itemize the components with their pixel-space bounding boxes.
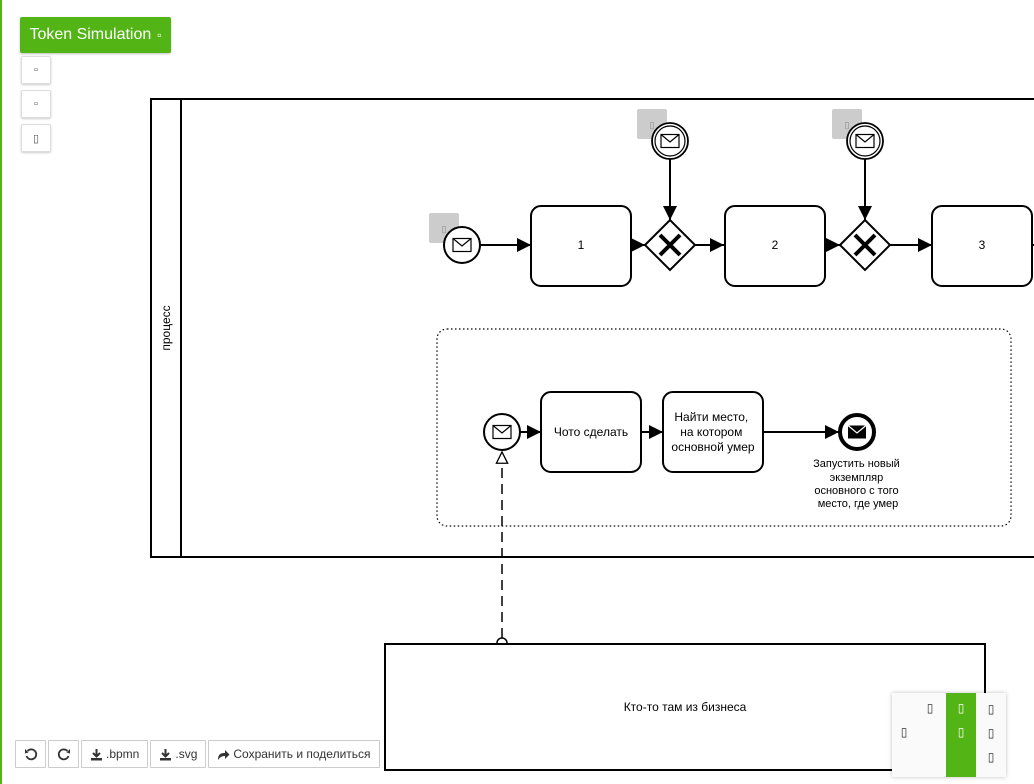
toggle-off-icon: ▫ [157, 28, 162, 42]
log-icon: ▯ [32, 132, 40, 145]
envelope-icon [855, 133, 875, 149]
start-message-event[interactable] [443, 226, 481, 264]
trigger-icon-message-2: ▯ [845, 120, 850, 130]
intermediate-message-event-2[interactable] [846, 122, 884, 160]
task-label: Чото сделать [554, 425, 628, 439]
palette-active-column: ▯ ▯ [946, 693, 976, 777]
left-accent-border [0, 0, 2, 784]
play-pause-button[interactable]: ▫ [21, 56, 51, 84]
palette-tool-3-icon[interactable]: ▯ [987, 750, 995, 764]
pool-process[interactable]: процесс [150, 98, 1034, 558]
palette-tool-1-icon[interactable]: ▯ [987, 702, 995, 716]
end-message-event[interactable]: Запустить новый экземпляр основного с то… [813, 413, 903, 510]
envelope-icon [492, 424, 512, 440]
speed-active-icon[interactable]: ▯ [957, 725, 965, 739]
share-icon [218, 749, 230, 760]
task-label: Найти место, на котором основной умер [671, 410, 754, 454]
task-label: 3 [979, 238, 986, 252]
subprocess-task-1[interactable]: Чото сделать [540, 391, 642, 473]
end-event-label: Запустить новый экземпляр основного с то… [813, 458, 903, 510]
trigger-icon-start: ▯ [442, 224, 447, 234]
task-1[interactable]: 1 [530, 205, 632, 287]
io-toolbar: .bpmn .svg Сохранить и поделиться [15, 740, 382, 768]
speed-normal-icon[interactable]: ▯ [900, 725, 908, 739]
download-svg-button[interactable]: .svg [150, 740, 207, 768]
task-label: 1 [578, 238, 585, 252]
download-icon [91, 748, 102, 760]
subprocess-task-2[interactable]: Найти место, на котором основной умер [662, 391, 764, 473]
participant-business[interactable]: Кто-то там из бизнеса [384, 643, 986, 771]
download-bpmn-label: .bpmn [106, 747, 140, 761]
simulation-palette: ▯ ▯ ▯ ▯ ▯ ▯ ▯ [892, 693, 1006, 777]
envelope-icon [452, 237, 472, 253]
save-share-button[interactable]: Сохранить и поделиться [208, 740, 380, 768]
envelope-filled-icon [847, 425, 867, 434]
envelope-icon [660, 133, 680, 149]
download-icon [160, 748, 172, 760]
download-svg-label: .svg [175, 747, 198, 761]
event-subprocess[interactable] [436, 328, 1012, 527]
reset-icon: ▫ [34, 98, 38, 110]
palette-tool-2-icon[interactable]: ▯ [987, 726, 995, 740]
speed-fast-icon[interactable]: ▯ [957, 701, 965, 715]
token-simulation-label: Token Simulation [29, 26, 152, 43]
subprocess-start-message-event[interactable] [483, 413, 521, 451]
trigger-icon-message-1: ▯ [650, 120, 655, 130]
token-simulation-toggle[interactable]: Token Simulation ▫ [20, 17, 171, 53]
undo-icon [24, 748, 37, 761]
intermediate-message-event-1[interactable] [651, 122, 689, 160]
task-label: 2 [772, 238, 779, 252]
toggle-log-button[interactable]: ▯ [21, 124, 51, 152]
speed-slow-icon[interactable]: ▯ [926, 701, 934, 715]
task-2[interactable]: 2 [724, 205, 826, 287]
redo-icon [57, 748, 70, 761]
undo-button[interactable] [15, 740, 46, 768]
participant-label: Кто-то там из бизнеса [624, 700, 747, 714]
redo-button[interactable] [48, 740, 79, 768]
save-share-label: Сохранить и поделиться [233, 747, 371, 761]
reset-simulation-button[interactable]: ▫ [21, 90, 51, 118]
download-bpmn-button[interactable]: .bpmn [81, 740, 149, 768]
pool-label: процесс [159, 305, 173, 350]
play-pause-icon: ▫ [34, 64, 38, 76]
task-3[interactable]: 3 [931, 205, 1033, 287]
